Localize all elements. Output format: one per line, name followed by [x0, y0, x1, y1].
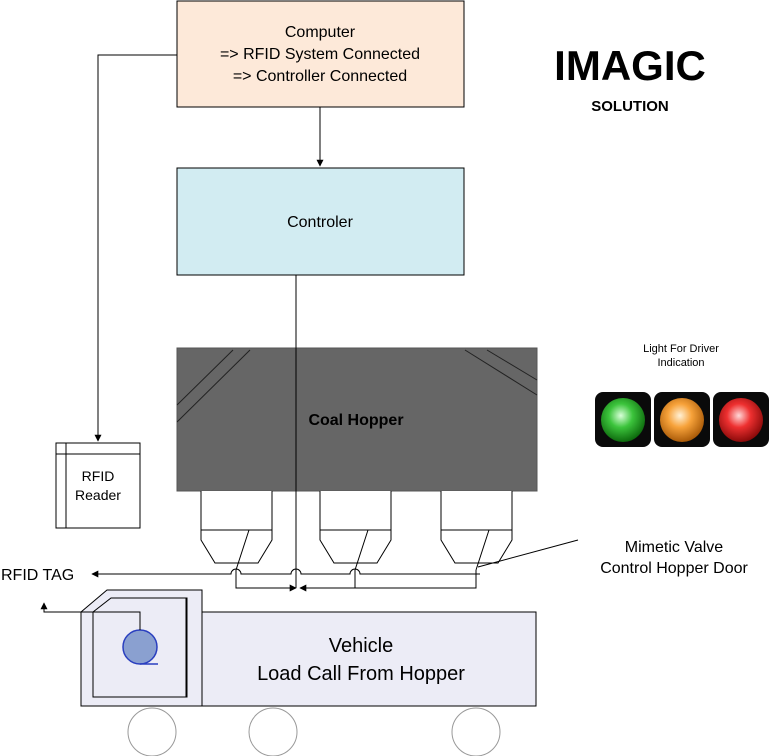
rfid-tag-label: RFID TAG [1, 567, 74, 584]
arrow-computer-to-rfid-reader [94, 54, 177, 442]
valve-bus [235, 570, 477, 592]
vehicle-rfid-tag-icon [122, 629, 158, 665]
vehicle-label-line1: Vehicle [329, 635, 394, 657]
valve-label-line1: Mimetic Valve [625, 539, 723, 556]
brand-title: IMAGIC [554, 42, 706, 89]
lights-caption-line2: Indication [657, 357, 704, 369]
vehicle-wheel-rear [451, 707, 501, 756]
rfid-reader-line1: RFID [82, 468, 115, 484]
light-red [713, 392, 769, 447]
vehicle: Vehicle Load Call From Hopper [40, 589, 537, 756]
vehicle-label-line2: Load Call From Hopper [257, 663, 465, 685]
light-green [595, 392, 651, 447]
vehicle-wheel-middle [248, 707, 298, 756]
computer-title: Computer [285, 24, 356, 41]
valve-label-line2: Control Hopper Door [600, 560, 748, 577]
computer-controller-status: => Controller Connected [233, 68, 407, 85]
light-orange [654, 392, 710, 447]
hopper-chute-2 [319, 491, 392, 571]
hopper-chute-3 [440, 491, 513, 571]
rfid-reader-line2: Reader [75, 487, 121, 503]
computer-rfid-status: => RFID System Connected [220, 46, 420, 63]
coal-hopper: Coal Hopper [176, 347, 538, 492]
hopper-label: Coal Hopper [308, 412, 403, 429]
hopper-chute-1 [200, 491, 273, 571]
vehicle-trailer [201, 611, 537, 707]
rfid-tag-signal-line [92, 569, 480, 574]
lights-caption-line1: Light For Driver [643, 343, 719, 355]
brand-subtitle: SOLUTION [591, 98, 669, 115]
controller-box: Controler [176, 167, 465, 276]
vehicle-wheel-front [127, 707, 177, 756]
controller-label: Controler [287, 214, 353, 231]
computer-box: Computer => RFID System Connected => Con… [176, 0, 465, 108]
valve-callout-line [477, 539, 579, 568]
rfid-reader-box: RFID Reader [55, 442, 141, 529]
